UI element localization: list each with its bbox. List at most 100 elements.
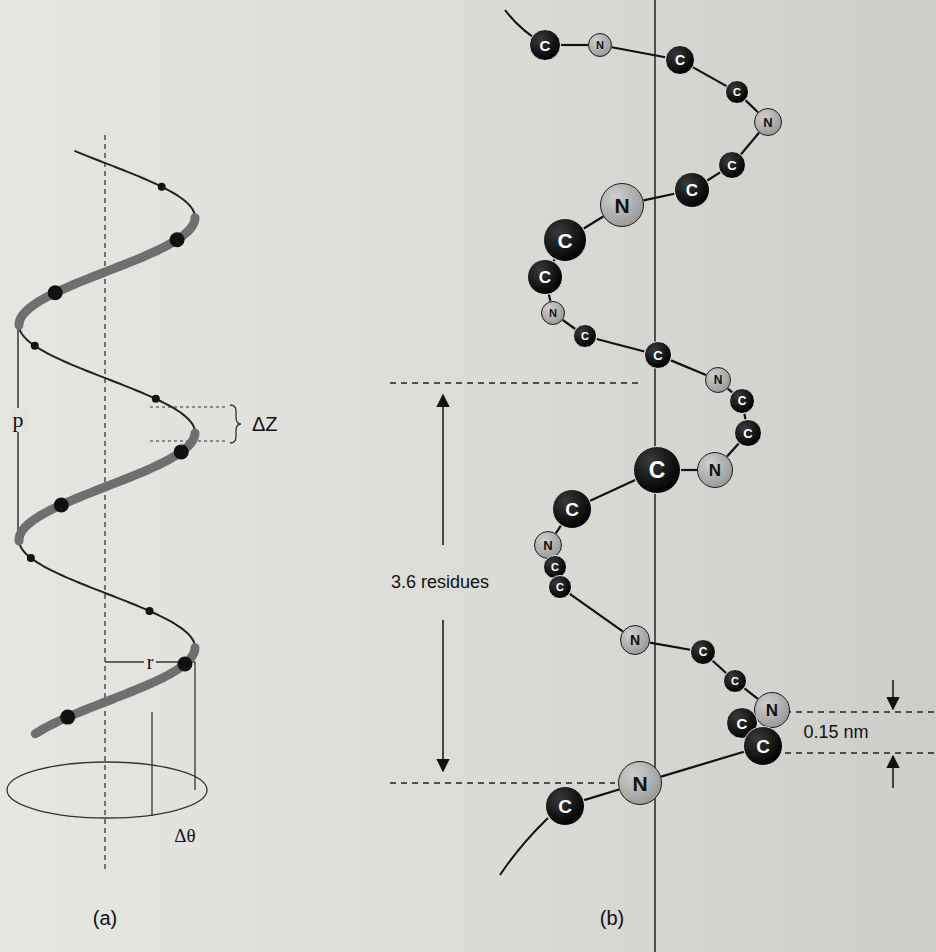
atom-symbol: C (756, 737, 770, 756)
carbon-atom: C (690, 639, 716, 665)
nitrogen-atom: N (697, 452, 733, 488)
residue-dot (174, 444, 189, 459)
helix-back-strand (74, 151, 195, 218)
atom-symbol: C (540, 38, 551, 53)
atom-symbol: C (737, 716, 748, 731)
residue-dot (152, 395, 160, 403)
nitrogen-atom: N (705, 367, 731, 393)
carbon-atom: C (725, 80, 749, 104)
turn-line (390, 782, 615, 784)
nitrogen-atom: N (618, 761, 662, 805)
backbone-bond (650, 643, 690, 650)
backbone-bond (584, 217, 604, 229)
dimension-label: 3.6 residues (391, 573, 489, 593)
atom-symbol: C (539, 269, 551, 286)
atom-symbol: N (614, 195, 629, 216)
dimension-arrow (442, 620, 444, 771)
atom-symbol: C (649, 459, 666, 482)
residue-dot (170, 232, 185, 247)
atom-symbol: C (733, 87, 741, 98)
atom-symbol: C (565, 500, 579, 519)
backbone-bond (563, 320, 576, 329)
projection-line (194, 662, 195, 790)
helix-front-strand (35, 648, 195, 734)
backbone-bond (570, 594, 623, 631)
backbone-bond (597, 339, 645, 351)
atom-symbol: C (738, 395, 747, 407)
carbon-atom: C (734, 419, 762, 447)
atom-symbol: N (709, 462, 721, 479)
backbone-bond (584, 789, 619, 800)
backbone-bond (707, 172, 720, 180)
atom-symbol: C (675, 53, 685, 67)
atom-symbol: C (551, 562, 559, 573)
rise-line (785, 711, 936, 713)
residue-dot (31, 342, 39, 350)
backbone-bond (693, 67, 726, 86)
carbon-atom: C (723, 669, 747, 693)
helix-front-strand (19, 433, 195, 541)
atom-symbol: C (699, 646, 708, 658)
dimension-arrow (892, 680, 894, 709)
nitrogen-atom: N (754, 692, 790, 728)
carbon-atom: C (548, 575, 572, 599)
backbone-bond (556, 526, 561, 534)
residue-dot (27, 554, 35, 562)
atom-symbol: N (766, 702, 778, 719)
atom-symbol: N (763, 116, 772, 129)
backbone-bond (661, 752, 744, 777)
nitrogen-atom: N (600, 183, 644, 227)
backbone-bond (590, 480, 635, 501)
rise-bracket (230, 405, 241, 443)
base-ellipse (7, 762, 207, 818)
carbon-atom: C (743, 726, 783, 766)
carbon-atom: C (529, 29, 561, 61)
helix-curve (19, 151, 195, 734)
atom-symbol: C (557, 230, 572, 251)
carbon-atom: C (545, 786, 585, 826)
carbon-atom: C (729, 388, 755, 414)
atom-symbol: C (727, 159, 736, 172)
helix-back-strand (19, 325, 195, 433)
residue-dot (54, 497, 69, 512)
atom-symbol: C (558, 797, 572, 816)
backbone-bond (681, 469, 697, 471)
residue-dot (146, 607, 154, 615)
backbone-bond (727, 443, 739, 456)
atom-symbol: N (543, 539, 552, 552)
nitrogen-atom: N (541, 301, 565, 325)
residue-dot (48, 285, 63, 300)
backbone-tail (500, 818, 548, 875)
radius-label: r (144, 651, 157, 673)
backbone-bond (644, 194, 675, 201)
atom-symbol: C (556, 582, 564, 593)
carbon-atom: C (543, 218, 587, 262)
atom-symbol: C (581, 331, 589, 342)
backbone-bond (713, 661, 726, 673)
carbon-atom: C (527, 259, 563, 295)
carbon-atom: C (674, 172, 710, 208)
pitch-line (17, 325, 19, 540)
dimension-arrow (892, 756, 894, 788)
carbon-atom: C (552, 489, 592, 529)
turn-line (390, 382, 640, 384)
atom-symbol: N (714, 374, 723, 386)
carbon-atom: C (573, 324, 597, 348)
dimension-arrow (442, 395, 444, 545)
panel-label: (b) (600, 907, 624, 929)
atom-symbol: N (630, 633, 640, 647)
pitch-label: p (10, 408, 27, 432)
angle-label: Δθ (174, 826, 195, 847)
atom-symbol: C (686, 182, 698, 199)
backbone-bond (744, 688, 757, 698)
backbone-bond (612, 47, 665, 57)
helix-front-strand (19, 218, 195, 326)
panel-label: (a) (93, 907, 117, 929)
dimension-label: 0.15 nm (803, 723, 868, 743)
carbon-atom: C (718, 151, 746, 179)
carbon-atom: C (644, 341, 672, 369)
residue-dot (158, 183, 166, 191)
helix-axis (104, 135, 105, 870)
